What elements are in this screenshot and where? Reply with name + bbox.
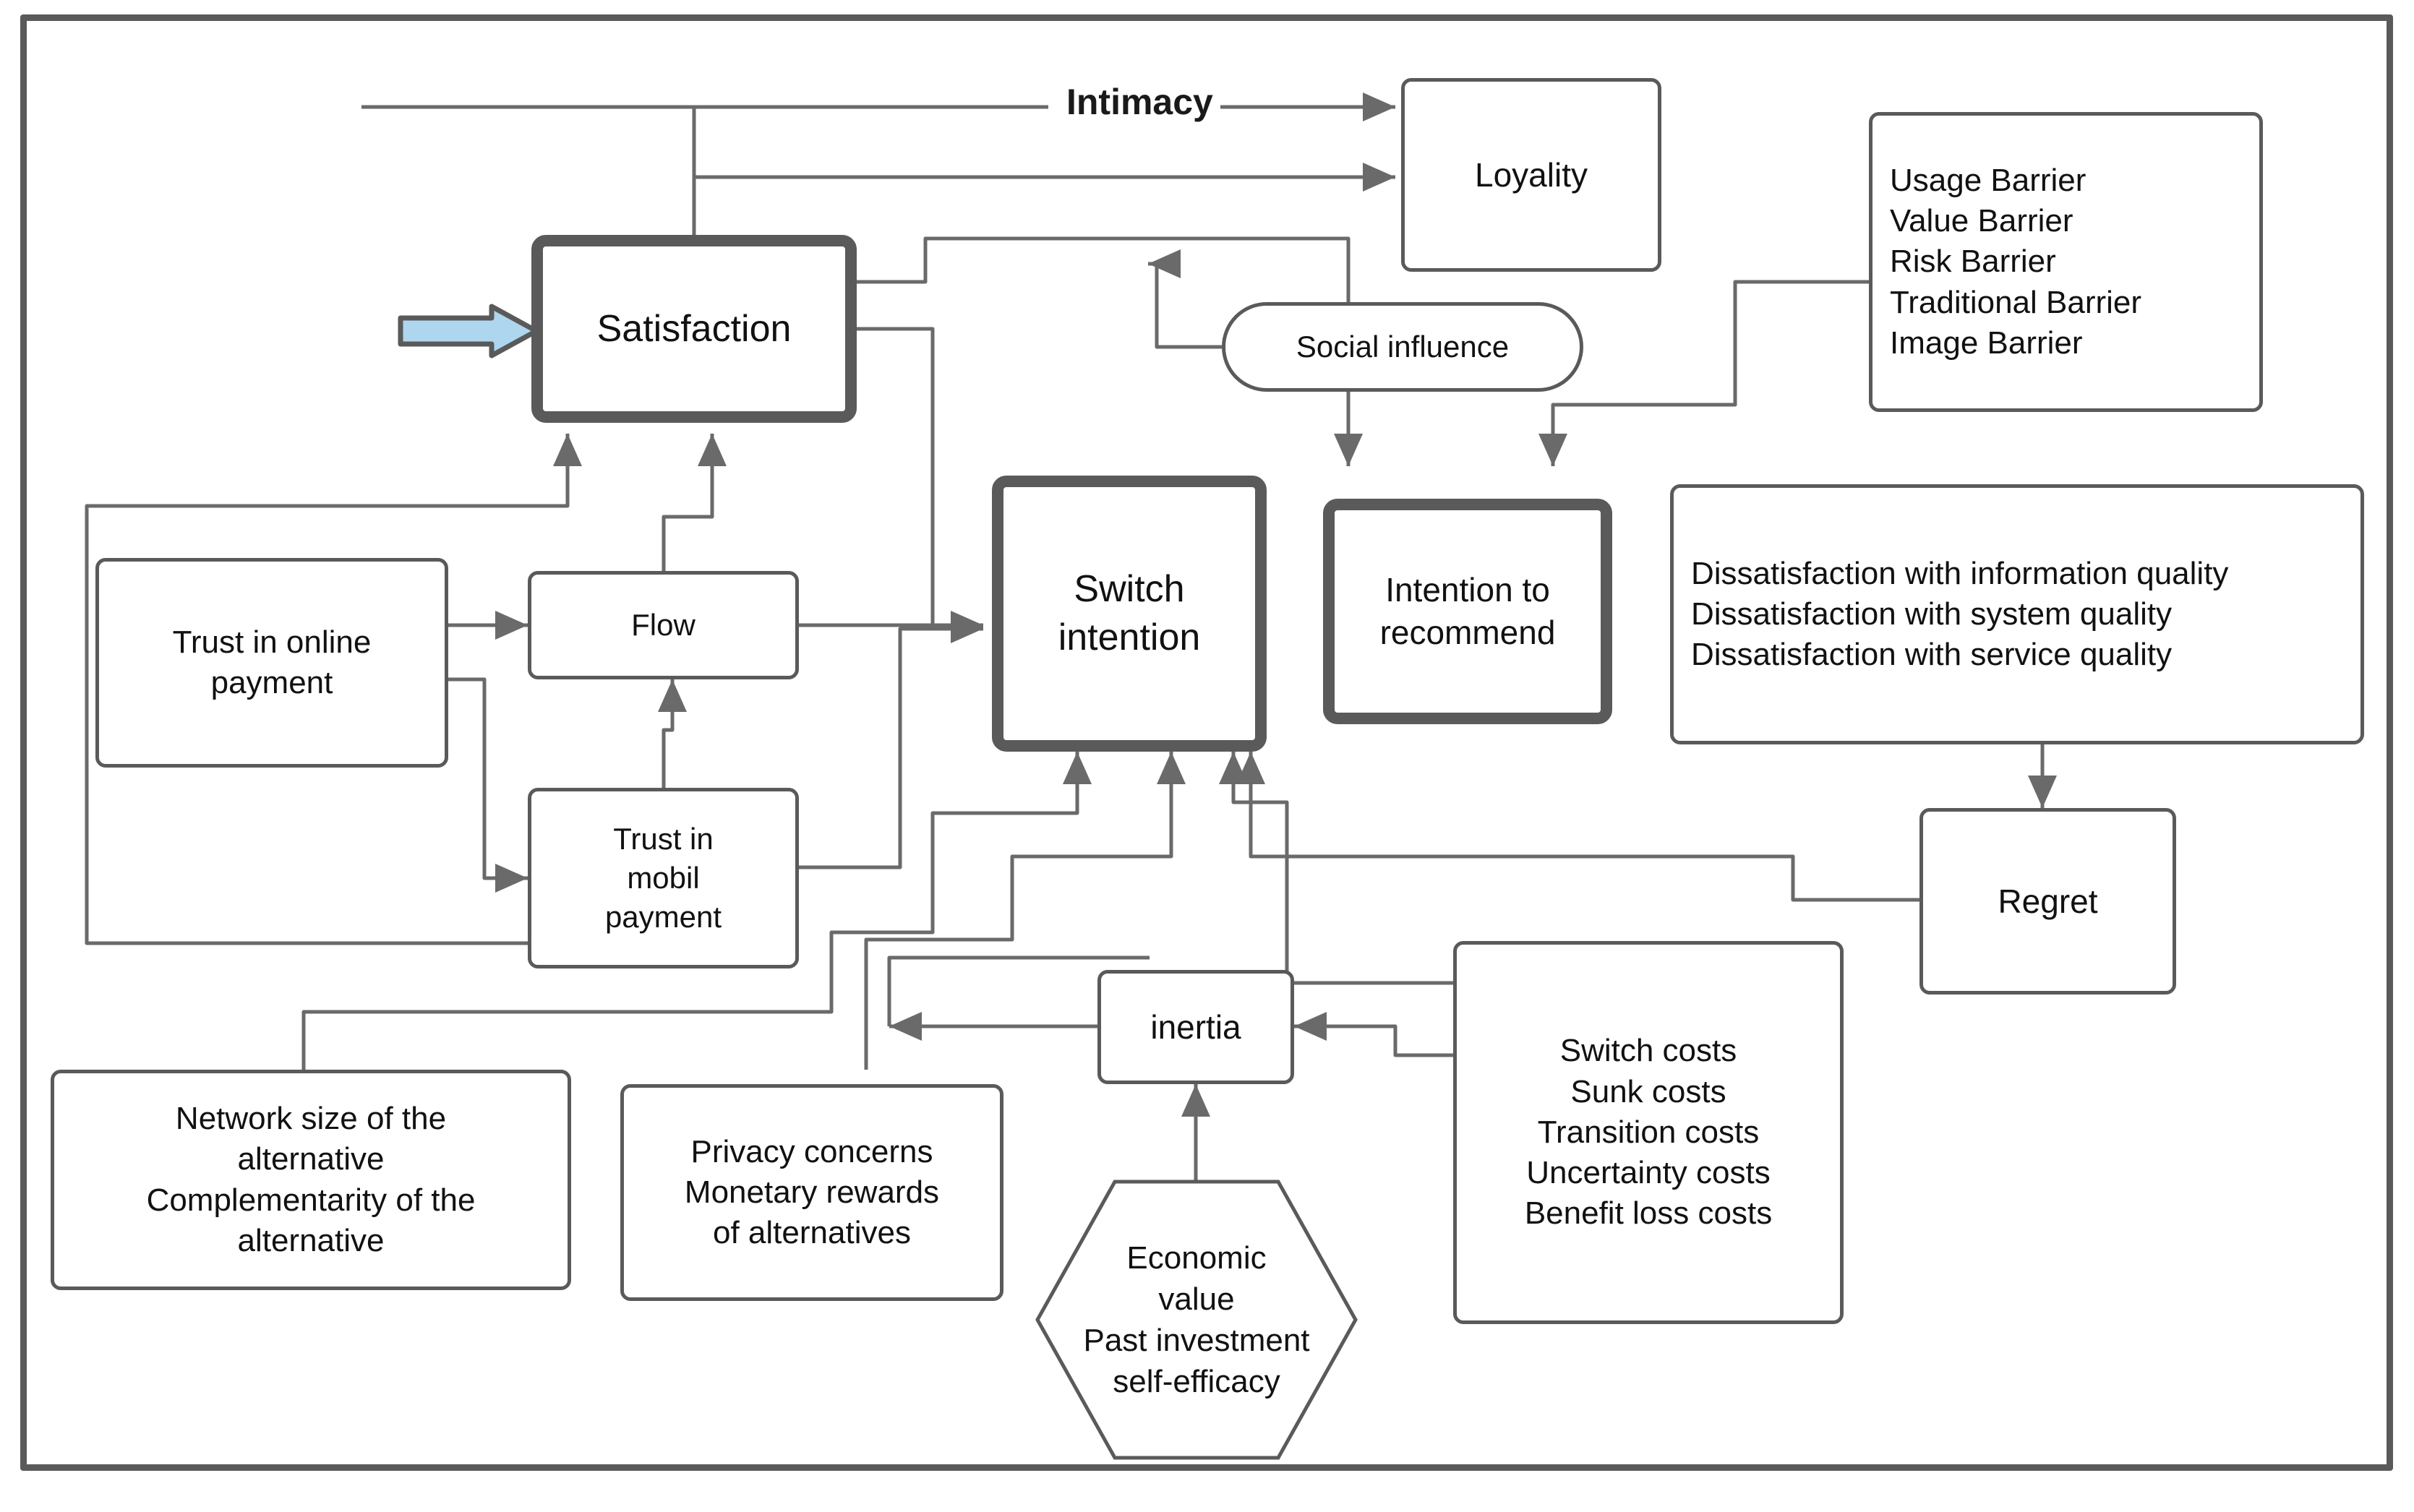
node-satisfaction[interactable]: Satisfaction bbox=[531, 235, 857, 423]
edge-label-intimacy: Intimacy bbox=[1059, 81, 1220, 123]
node-satisfaction-label: Satisfaction bbox=[596, 307, 792, 350]
node-intention-to-recommend-label: Intention to recommend bbox=[1379, 571, 1556, 651]
node-intention-to-recommend[interactable]: Intention to recommend bbox=[1323, 499, 1612, 724]
node-inertia-label: inertia bbox=[1150, 1008, 1241, 1046]
node-economic-value-label: Economic value Past investment self-effi… bbox=[1083, 1240, 1310, 1400]
node-loyality-label: Loyality bbox=[1475, 155, 1588, 194]
node-network-size-alternative[interactable]: Network size of the alternative Compleme… bbox=[51, 1070, 571, 1290]
node-flow[interactable]: Flow bbox=[528, 571, 799, 679]
node-trust-online-payment[interactable]: Trust in online payment bbox=[95, 558, 448, 768]
node-economic-value[interactable]: Economic value Past investment self-effi… bbox=[1034, 1178, 1359, 1461]
node-loyality[interactable]: Loyality bbox=[1401, 78, 1661, 272]
node-privacy-concerns[interactable]: Privacy concerns Monetary rewards of alt… bbox=[620, 1084, 1003, 1301]
node-dissatisfaction-label: Dissatisfaction with information quality… bbox=[1691, 555, 2229, 673]
node-regret[interactable]: Regret bbox=[1919, 808, 2176, 995]
diagram-outer-frame bbox=[20, 14, 2393, 1471]
node-trust-online-payment-label: Trust in online payment bbox=[172, 624, 372, 700]
node-barriers[interactable]: Usage Barrier Value Barrier Risk Barrier… bbox=[1869, 112, 2263, 412]
node-switch-costs[interactable]: Switch costs Sunk costs Transition costs… bbox=[1453, 941, 1844, 1324]
node-social-influence-label: Social influence bbox=[1296, 330, 1510, 364]
node-flow-label: Flow bbox=[631, 608, 695, 643]
node-switch-intention-label: Switch intention bbox=[1058, 568, 1201, 658]
node-privacy-concerns-label: Privacy concerns Monetary rewards of alt… bbox=[684, 1133, 940, 1251]
node-network-size-alternative-label: Network size of the alternative Compleme… bbox=[146, 1100, 476, 1258]
node-social-influence[interactable]: Social influence bbox=[1222, 302, 1583, 392]
node-barriers-label: Usage Barrier Value Barrier Risk Barrier… bbox=[1890, 162, 2142, 361]
node-regret-label: Regret bbox=[1998, 882, 2098, 920]
node-trust-mobil-payment[interactable]: Trust in mobil payment bbox=[528, 788, 799, 968]
node-trust-mobil-payment-label: Trust in mobil payment bbox=[604, 822, 722, 934]
node-inertia[interactable]: inertia bbox=[1097, 970, 1294, 1084]
node-dissatisfaction[interactable]: Dissatisfaction with information quality… bbox=[1670, 484, 2364, 744]
blue-arrow-icon bbox=[398, 304, 539, 358]
node-switch-intention[interactable]: Switch intention bbox=[992, 476, 1267, 752]
node-switch-costs-label: Switch costs Sunk costs Transition costs… bbox=[1524, 1033, 1773, 1232]
